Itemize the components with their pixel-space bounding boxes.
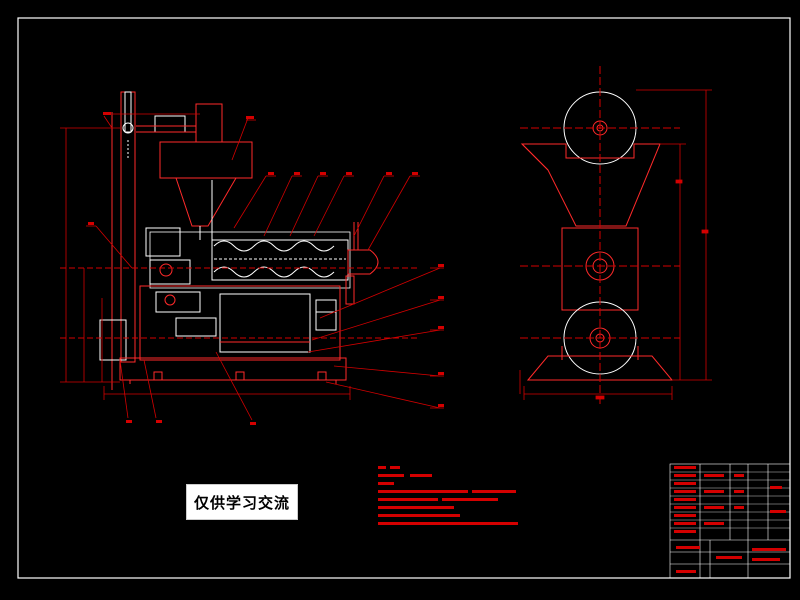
- outer-frame: [17, 17, 791, 579]
- side-view: [520, 66, 680, 404]
- part-markers: [88, 112, 444, 425]
- front-view: [60, 91, 420, 390]
- technical-notes: [378, 466, 518, 525]
- side-dimensions: [519, 89, 712, 400]
- front-dimensions: [60, 113, 444, 421]
- study-only-stamp: 仅供学习交流: [186, 484, 298, 520]
- title-block: [669, 463, 791, 579]
